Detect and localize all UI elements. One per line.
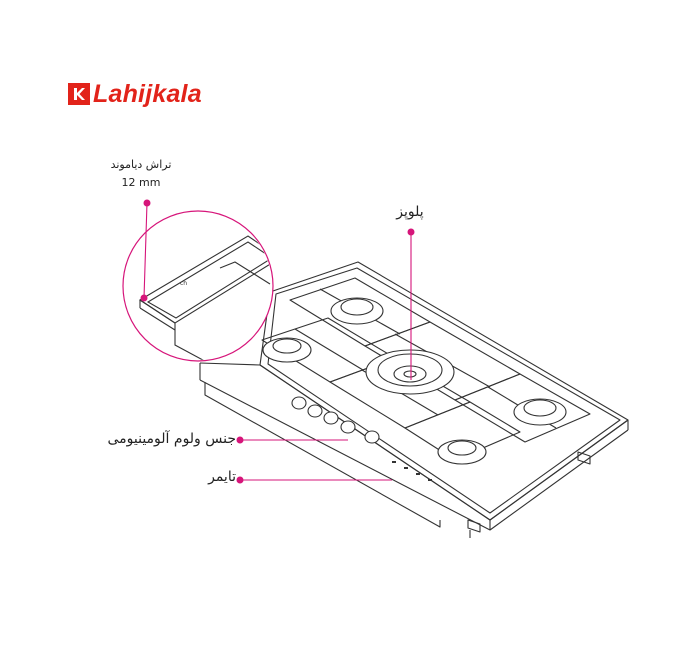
timer-key xyxy=(428,479,432,481)
logo-icon xyxy=(68,83,90,105)
callout-thickness: 12 mm xyxy=(121,176,161,189)
timer-key xyxy=(392,461,396,463)
knob xyxy=(307,404,323,418)
callout-dots xyxy=(140,199,415,484)
callout-timer: تایمر xyxy=(208,469,236,485)
timer-key xyxy=(404,467,408,469)
knob-row xyxy=(291,396,380,444)
brand-engraving: ch xyxy=(180,280,187,287)
knob xyxy=(291,396,307,410)
knob xyxy=(364,430,380,444)
timer-panel xyxy=(392,461,432,481)
brand-logo: Lahijkala xyxy=(68,80,202,108)
callout-diamond-cut: تراش دیاموند xyxy=(110,158,172,171)
edge-zoom: ch xyxy=(122,210,274,362)
knob xyxy=(323,411,339,425)
callout-burner: پلوپز xyxy=(396,204,424,220)
callout-lines xyxy=(143,202,412,481)
brand-name: Lahijkala xyxy=(93,80,202,108)
burners xyxy=(262,297,567,465)
knob xyxy=(340,420,356,434)
callout-knobs: جنس ولوم آلومینیومی xyxy=(107,431,236,447)
timer-key xyxy=(416,473,420,475)
